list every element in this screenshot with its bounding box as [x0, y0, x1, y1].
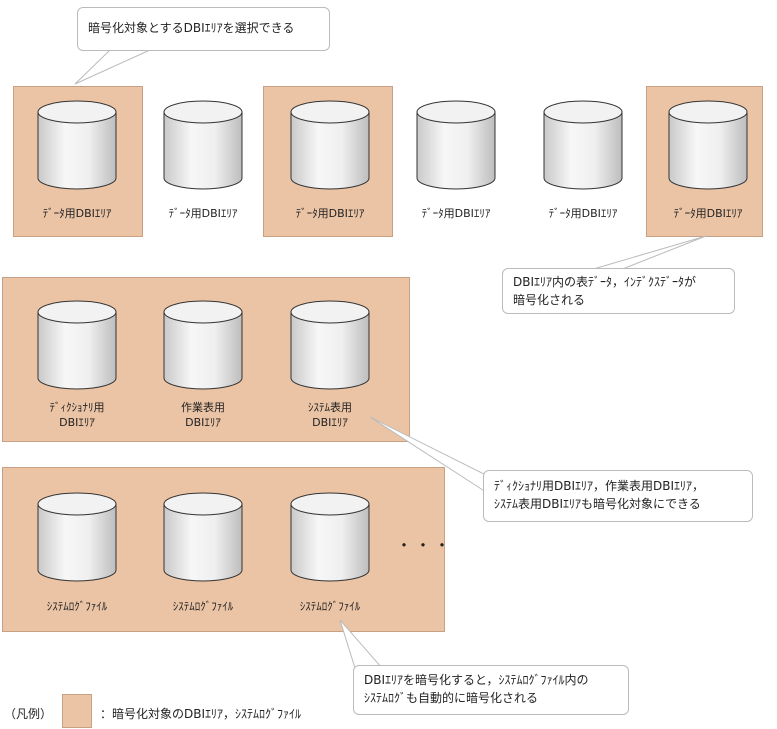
system-log-file-label: ｼｽﾃﾑﾛｸﾞﾌｧｲﾙ [299, 600, 361, 613]
data-dbi-area-label: ﾃﾞｰﾀ用DBIｴﾘｱ [168, 207, 238, 220]
data-dbi-area-label: ﾃﾞｰﾀ用DBIｴﾘｱ [673, 207, 743, 220]
system-log-file-cylinder [37, 492, 117, 582]
data-dbi-area-cylinder [668, 100, 748, 190]
data-dbi-area-label: ﾃﾞｰﾀ用DBIｴﾘｱ [42, 207, 112, 220]
callout-system-log-auto-encrypted: DBIｴﾘｱを暗号化すると，ｼｽﾃﾑﾛｸﾞﾌｧｲﾙ内の ｼｽﾃﾑﾛｸﾞも自動的に… [353, 665, 629, 715]
system-log-file-cylinder [163, 492, 243, 582]
data-dbi-area-label: ﾃﾞｰﾀ用DBIｴﾘｱ [295, 207, 365, 220]
system-log-file-label: ｼｽﾃﾑﾛｸﾞﾌｧｲﾙ [172, 600, 234, 613]
data-dbi-area-cylinder [416, 100, 496, 190]
work-table-dbi-area-cylinder [163, 300, 243, 390]
dictionary-dbi-area-label: ﾃﾞｨｸｼｮﾅﾘ用 DBIｴﾘｱ [49, 401, 105, 429]
work-table-dbi-area-label: 作業表用 DBIｴﾘｱ [181, 401, 225, 429]
system-log-file-label: ｼｽﾃﾑﾛｸﾞﾌｧｲﾙ [46, 600, 108, 613]
legend-title: （凡例） [4, 707, 53, 721]
data-dbi-area-cylinder [290, 100, 370, 190]
data-dbi-area-cylinder [163, 100, 243, 190]
callout-table-data-encrypted: DBIｴﾘｱ内の表ﾃﾞｰﾀ，ｲﾝﾃﾞｸｽﾃﾞｰﾀが 暗号化される [502, 268, 735, 314]
callout-select-encryption-target: 暗号化対象とするDBIｴﾘｱを選択できる [77, 7, 330, 51]
data-dbi-area-label: ﾃﾞｰﾀ用DBIｴﾘｱ [421, 207, 491, 220]
data-dbi-area-cylinder [37, 100, 117, 190]
data-dbi-area-cylinder [543, 100, 623, 190]
legend-swatch [62, 694, 92, 728]
callout-system-areas-encryptable: ﾃﾞｨｸｼｮﾅﾘ用DBIｴﾘｱ，作業表用DBIｴﾘｱ， ｼｽﾃﾑ表用DBIｴﾘｱ… [483, 470, 753, 522]
more-files-ellipsis: ・・・ [396, 536, 454, 555]
system-log-file-cylinder [290, 492, 370, 582]
dictionary-dbi-area-cylinder [37, 300, 117, 390]
system-table-dbi-area-label: ｼｽﾃﾑ表用 DBIｴﾘｱ [308, 401, 352, 429]
data-dbi-area-label: ﾃﾞｰﾀ用DBIｴﾘｱ [548, 207, 618, 220]
legend-description: ：暗号化対象のDBIｴﾘｱ，ｼｽﾃﾑﾛｸﾞﾌｧｲﾙ [100, 707, 302, 721]
system-table-dbi-area-cylinder [290, 300, 370, 390]
